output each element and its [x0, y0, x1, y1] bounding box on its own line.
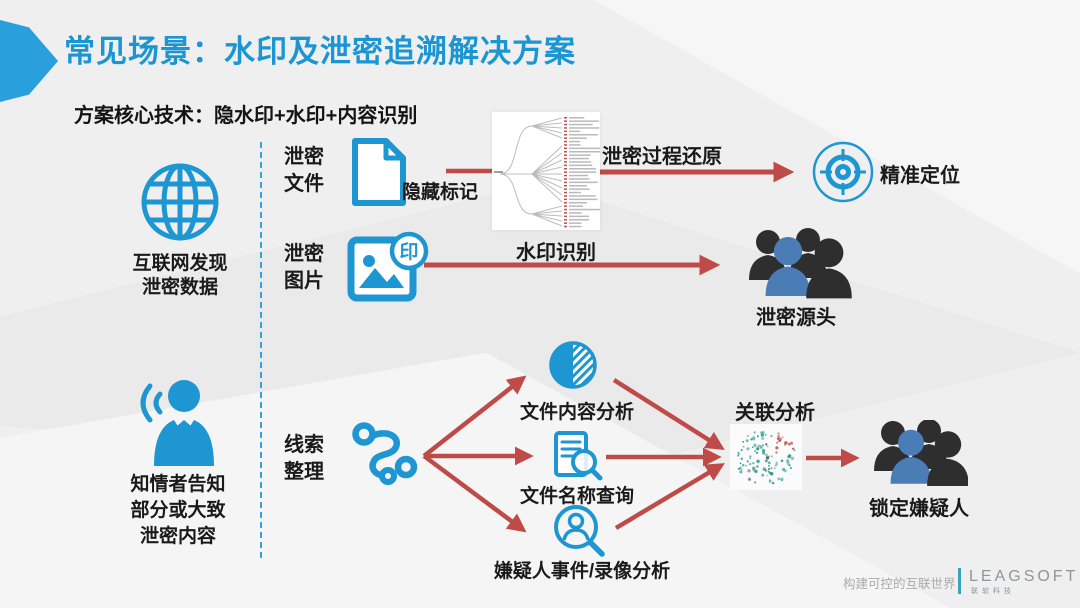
stamp-character: 印 — [399, 241, 418, 263]
watermark-image-icon: 印 — [347, 231, 429, 302]
suspect-search-icon — [554, 505, 605, 557]
leak-source-people-icon — [749, 228, 852, 299]
internet-source-label: 互联网发现 泄密数据 — [132, 253, 228, 298]
brand-name: LEAGSOFT — [969, 568, 1079, 585]
leak-process-label: 泄密过程还原 — [602, 146, 722, 168]
leak-file-label: 泄密 文件 — [284, 146, 324, 195]
pie-chart-icon — [549, 341, 597, 389]
slide-subtitle: 方案核心技术：隐水印+水印+内容识别 — [74, 105, 418, 127]
dashed-divider — [260, 142, 262, 558]
informant-icon — [140, 380, 214, 466]
file-name-query-label: 文件名称查询 — [519, 486, 634, 507]
title-chevron-icon — [0, 20, 58, 102]
route-icon — [352, 422, 418, 485]
hidden-mark-label: 隐藏标记 — [402, 182, 479, 203]
page-title: 常见场景：水印及泄密追溯解决方案 — [64, 34, 576, 69]
suspect-group-icon — [874, 420, 968, 486]
footer-divider — [958, 568, 961, 594]
target-icon — [812, 141, 874, 203]
globe-icon — [141, 163, 219, 241]
leak-image-label: 泄密 图片 — [284, 243, 324, 292]
correlation-analysis-label: 关联分析 — [735, 402, 815, 424]
lock-suspect-label: 锁定嫌疑人 — [869, 498, 969, 520]
leak-source-label: 泄密源头 — [756, 307, 836, 329]
suspect-event-analysis-label: 嫌疑人事件/录像分析 — [493, 561, 671, 582]
brand-sub-name: 联软科技 — [971, 588, 1015, 595]
clue-label: 线索 整理 — [284, 434, 324, 483]
content-analysis-label: 文件内容分析 — [519, 402, 634, 423]
trace-tree-image — [492, 112, 600, 230]
network-graph-image — [730, 424, 802, 490]
informant-source-label: 知情者告知 部分或大致 泄密内容 — [130, 474, 226, 547]
precise-location-label: 精准定位 — [880, 165, 960, 187]
file-search-icon — [554, 431, 603, 481]
watermark-recognition-label: 水印识别 — [516, 242, 596, 264]
document-icon — [352, 138, 406, 206]
footer-slogan: 构建可控的互联世界 — [843, 577, 956, 591]
